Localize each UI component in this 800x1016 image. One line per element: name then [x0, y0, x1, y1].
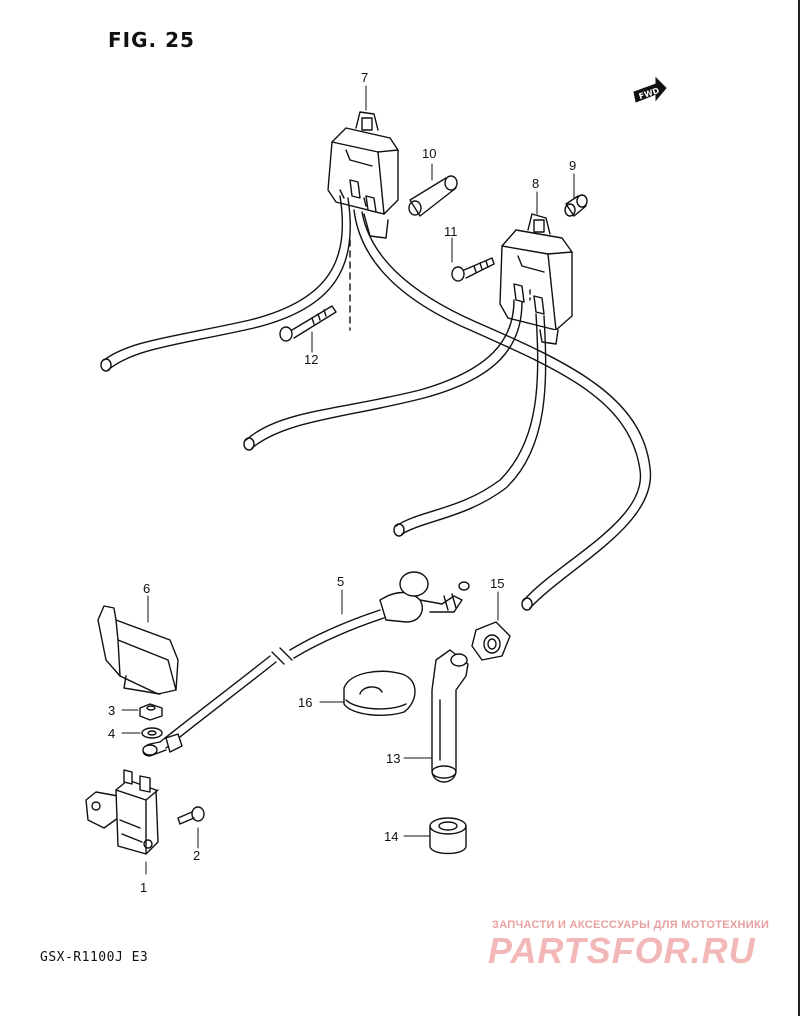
grommet-16 [343, 670, 416, 716]
cap-15 [471, 621, 511, 661]
callout-1: 1 [140, 880, 147, 895]
high-tension-leads [100, 195, 652, 611]
callout-9: 9 [569, 158, 576, 173]
callout-2: 2 [193, 848, 200, 863]
callout-13: 13 [386, 751, 400, 766]
plug-cap-13 [431, 649, 469, 783]
bolt-2 [177, 806, 205, 825]
callout-3: 3 [108, 703, 115, 718]
spacer-10 [408, 175, 458, 217]
starter-relay-1 [85, 769, 159, 855]
washer-4 [141, 727, 163, 739]
callout-11: 11 [444, 224, 458, 239]
callout-8: 8 [532, 176, 539, 191]
figure-title: FIG. 25 [108, 28, 195, 52]
nut-3 [139, 703, 163, 721]
grommet-14 [429, 817, 467, 855]
right-border [798, 0, 800, 1016]
callout-4: 4 [108, 726, 115, 741]
lead-wire-5 [142, 571, 470, 757]
callout-14: 14 [384, 829, 398, 844]
watermark-logo: PARTSFOR.RU [488, 930, 756, 971]
bolt-12 [279, 305, 337, 342]
forward-arrow-icon: FWD [633, 76, 667, 103]
ignition-coil-7 [327, 111, 399, 239]
callout-5: 5 [337, 574, 344, 589]
callout-6: 6 [143, 581, 150, 596]
callout-16: 16 [298, 695, 312, 710]
bolt-11 [451, 257, 495, 282]
spacer-9 [564, 194, 588, 217]
watermark-subtitle: ЗАПЧАСТИ И АКСЕССУАРЫ ДЛЯ МОТОТЕХНИКИ [492, 919, 770, 931]
callout-7: 7 [361, 70, 368, 85]
model-code: GSX-R1100J E3 [40, 950, 149, 965]
cover-6 [97, 605, 179, 695]
callout-12: 12 [304, 352, 318, 367]
leader-lines [121, 85, 575, 875]
callout-10: 10 [422, 146, 436, 161]
callout-labels: 1 2 3 4 5 6 7 8 9 10 11 12 13 14 15 16 [108, 70, 576, 895]
callout-15: 15 [490, 576, 504, 591]
